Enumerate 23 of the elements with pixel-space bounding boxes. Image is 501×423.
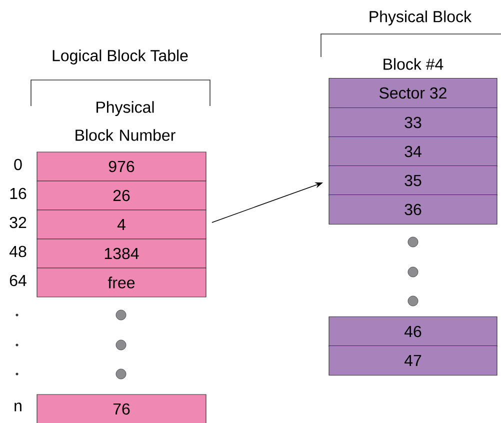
- row-index: 48: [9, 246, 26, 258]
- row-index: 16: [10, 188, 26, 200]
- row-index: 32: [10, 216, 26, 228]
- table-cell: 4: [36, 210, 206, 240]
- table-cell: free: [36, 268, 206, 298]
- heading: Physical Block Number: [76, 101, 176, 141]
- table-cell: 1384: [36, 238, 206, 268]
- table-cell: 35: [328, 165, 498, 196]
- row-index: n: [14, 402, 22, 412]
- heading: Physical Block: [370, 10, 472, 26]
- row-index: 64: [10, 274, 26, 286]
- table-cell: 34: [328, 136, 498, 167]
- heading: Block #4: [384, 58, 444, 70]
- table-cell: Sector 32: [328, 78, 498, 108]
- heading: Logical Block Table: [52, 50, 188, 64]
- table-cell: 76: [36, 394, 206, 423]
- table-cell: 36: [328, 194, 498, 225]
- table-cell: 976: [36, 152, 206, 182]
- table-cell: 33: [328, 107, 498, 138]
- table-cell: 47: [328, 345, 498, 376]
- row-index: 0: [14, 158, 22, 170]
- table-cell: 26: [36, 180, 206, 210]
- table-cell: 46: [328, 316, 498, 347]
